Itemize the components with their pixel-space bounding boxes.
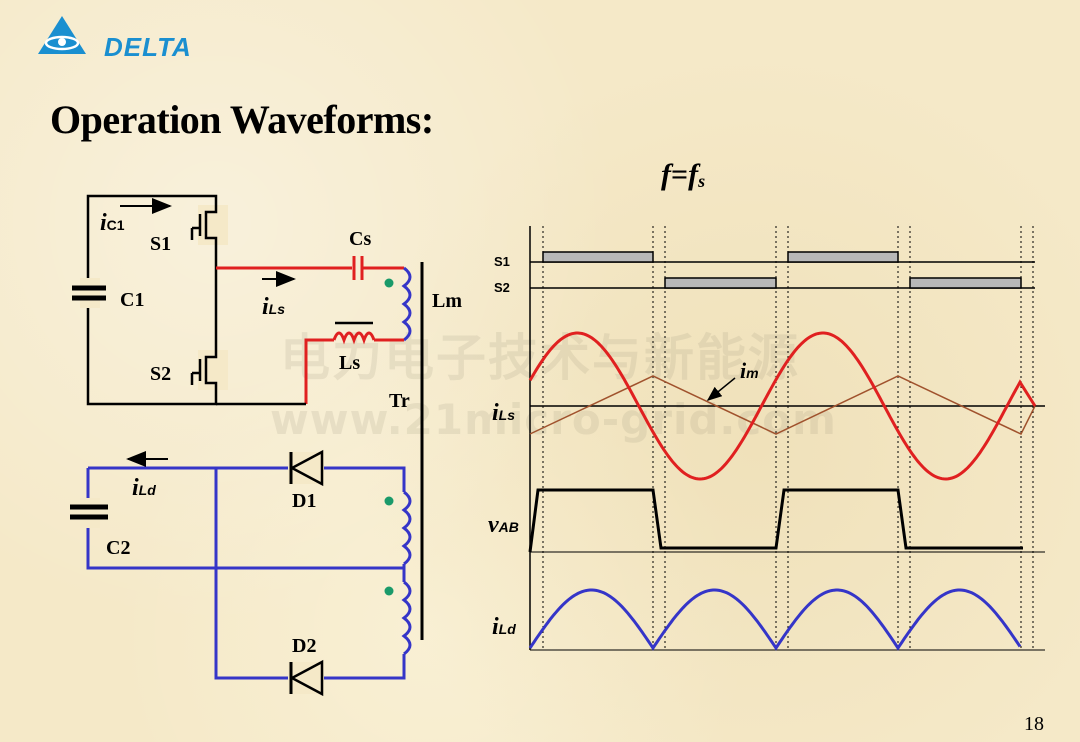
resonant-wire-bottom (304, 338, 334, 404)
capacitor-c1 (72, 278, 106, 308)
delta-logo: DELTA (34, 14, 194, 62)
ils-label: iLs (262, 294, 285, 320)
lm-label: Lm (432, 290, 462, 312)
ic1-label: iC1 (100, 210, 125, 236)
wave-im-label: im (740, 358, 759, 383)
cs-label: Cs (349, 228, 371, 250)
wave-vab-label: vAB (488, 512, 519, 538)
ild-waveform (528, 588, 1022, 651)
secondary-winding-bottom (401, 580, 412, 656)
watermark-url: www.21micro-grid.com (270, 395, 837, 444)
inductor-ls (332, 331, 376, 345)
capacitor-cs (350, 256, 404, 280)
c2-label: C2 (106, 537, 130, 559)
diode-d1 (288, 449, 324, 487)
s2-label: S2 (150, 363, 171, 385)
watermark-cn: 电力电子技术与新能源 (280, 329, 800, 387)
delta-triangle-icon (38, 16, 86, 54)
wave-ils-label: iLs (492, 400, 515, 426)
frequency-heading: f=fs (661, 158, 705, 191)
page-number: 18 (1024, 713, 1044, 735)
ls-label: Ls (339, 352, 360, 374)
s1-gate-pulses (542, 251, 899, 263)
circuit-labels: iC1 S1 S2 C1 Cs iLs Ls Lm Tr iLd C2 D1 D… (100, 210, 462, 657)
inductor-lm (401, 266, 412, 342)
d1-label: D1 (292, 490, 316, 512)
s1-label: S1 (150, 233, 171, 255)
ils-waveform (528, 331, 1037, 481)
primary-circuit (72, 194, 424, 640)
d2-label: D2 (292, 635, 316, 657)
wave-s2-label: S2 (494, 280, 510, 295)
im-pointer-arrow (706, 377, 736, 401)
wave-ild-label: iLd (492, 614, 516, 640)
vab-waveform (528, 488, 1023, 553)
capacitor-c2 (70, 498, 108, 528)
logo-text: DELTA (104, 32, 192, 62)
diode-d2 (288, 659, 324, 697)
secondary-circuit (70, 449, 412, 697)
secondary-winding-top (401, 490, 412, 566)
c1-label: C1 (120, 289, 144, 311)
waveform-diagram: f=fs (488, 158, 1045, 651)
page-title: Operation Waveforms: (50, 97, 434, 142)
mosfet-s2 (190, 350, 228, 390)
polarity-dot-secondary-bottom (384, 586, 394, 596)
phase-markers (542, 226, 1034, 650)
ild-label: iLd (132, 475, 156, 501)
im-waveform (529, 375, 1036, 435)
polarity-dot-secondary-top (384, 496, 394, 506)
s2-gate-pulses (664, 277, 1022, 289)
tr-label: Tr (389, 390, 410, 412)
wave-s1-label: S1 (494, 254, 510, 269)
mosfet-s1 (190, 205, 228, 245)
polarity-dot-primary (384, 278, 394, 288)
